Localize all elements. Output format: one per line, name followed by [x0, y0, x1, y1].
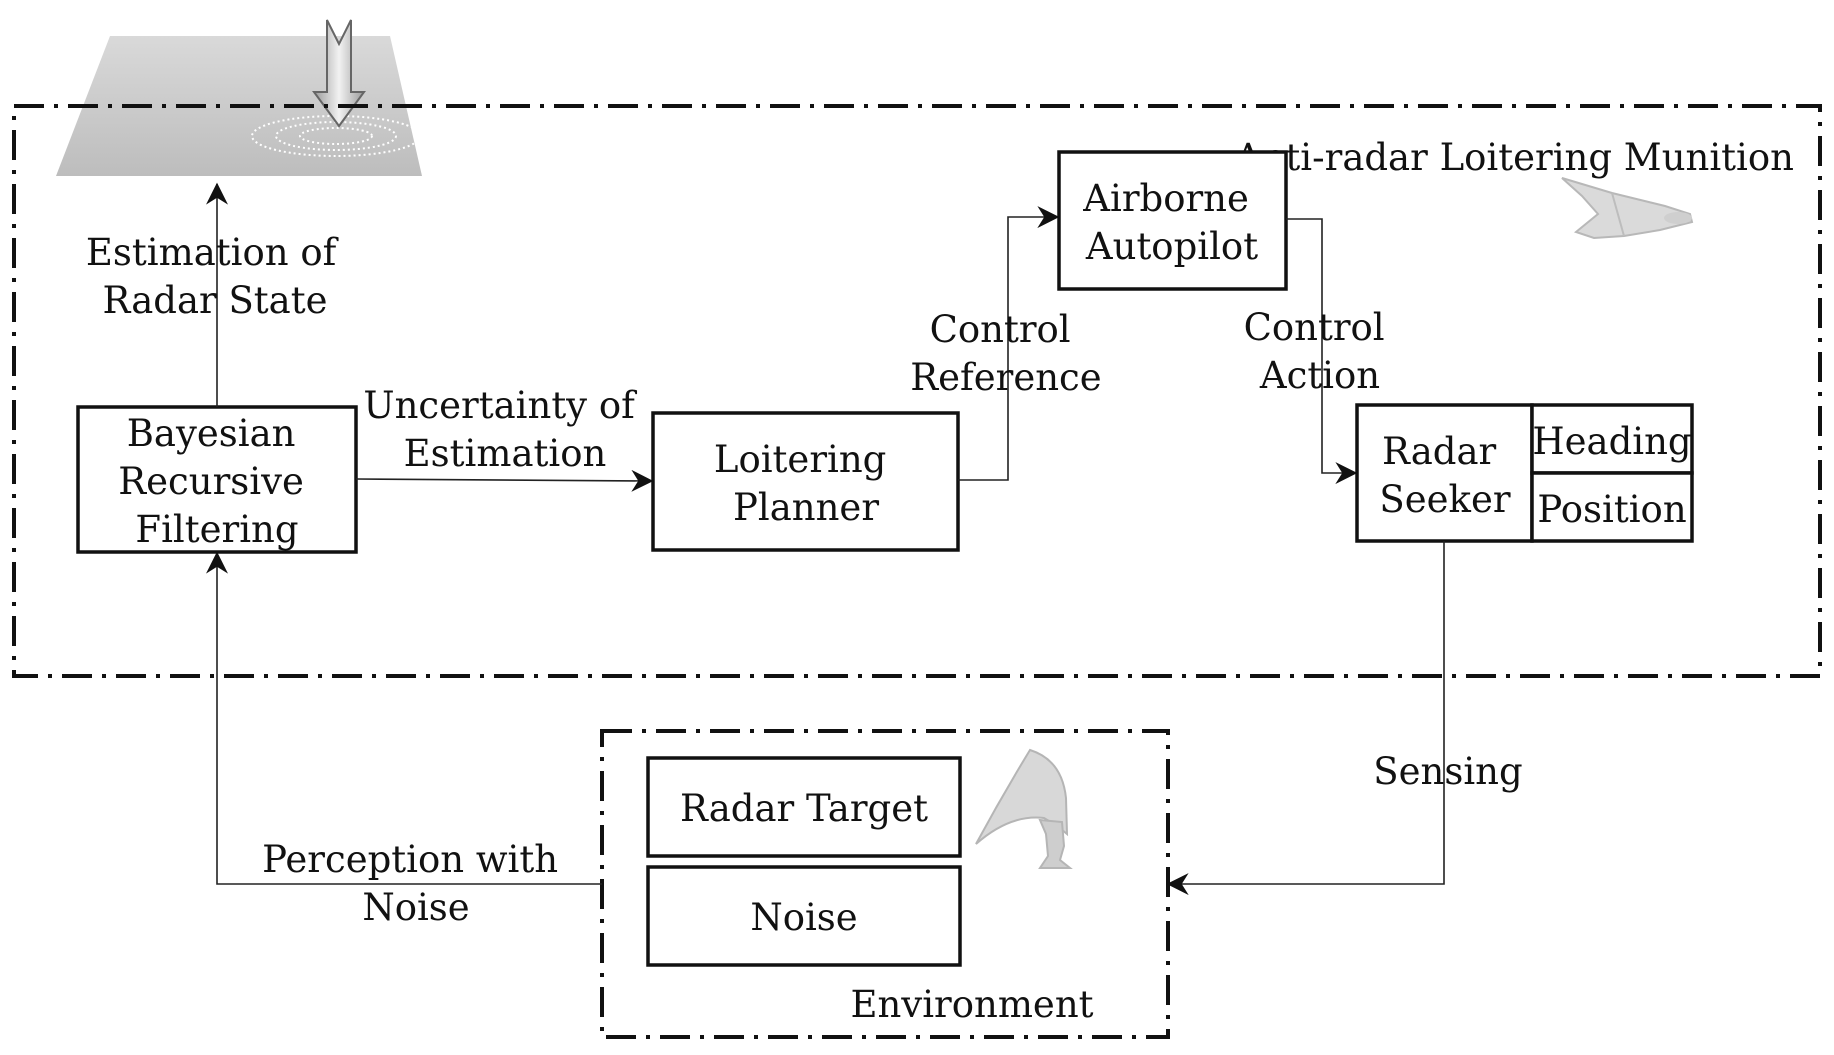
control-action-arrow [1286, 218, 1358, 484]
heading-label: Heading [1532, 420, 1691, 463]
perception-arrow [206, 551, 602, 885]
radar-target-block [646, 756, 962, 858]
noise-block [646, 865, 962, 967]
bayesian-filter-block [76, 405, 358, 554]
loitering-munition-icon [1561, 177, 1694, 240]
position-block [1530, 471, 1694, 543]
sensing-label: Sensing [1373, 750, 1522, 793]
ground-target-area-icon [56, 19, 422, 176]
heading-block [1530, 403, 1694, 475]
environment-label: Environment [850, 983, 1093, 1026]
position-label: Position [1537, 488, 1686, 531]
radar-target-label: Radar Target [680, 787, 928, 830]
radar-antenna-icon [975, 748, 1073, 869]
noise-label: Noise [750, 896, 857, 939]
airborne-autopilot-label: Airborne Autopilot [1082, 177, 1260, 268]
airborne-autopilot-block [1057, 150, 1288, 291]
control-reference-arrow [958, 206, 1060, 481]
control-action-label: Control Action [1244, 306, 1397, 397]
munition-label: Anti-radar Loitering Munition [1234, 136, 1794, 179]
bayesian-filter-label: Bayesian Recursive Filtering [118, 412, 315, 551]
loitering-planner-label: Loitering Planner [714, 438, 898, 529]
uncertainty-arrow [355, 469, 654, 492]
uncertainty-label: Uncertainty of Estimation [363, 384, 646, 475]
loitering-planner-block [651, 411, 960, 552]
perception-label: Perception with Noise [262, 838, 570, 929]
sensing-arrow [1166, 541, 1445, 895]
radar-seeker-label: Radar Seeker [1379, 430, 1510, 521]
control-reference-label: Control Reference [910, 308, 1101, 399]
estimation-label: Estimation of Radar State [86, 231, 348, 322]
